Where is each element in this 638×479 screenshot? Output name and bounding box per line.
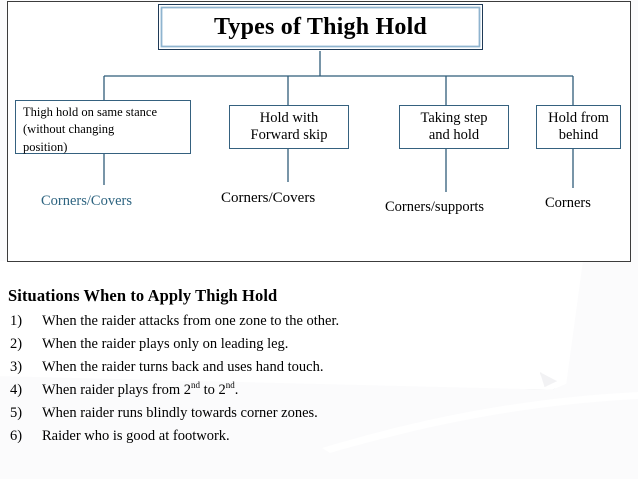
situations-heading: Situations When to Apply Thigh Hold <box>8 286 278 305</box>
leaf-label-corners-supports: Corners/supports <box>385 199 485 215</box>
node-1-line-3: position) <box>23 139 68 154</box>
list-item-text-post: . <box>234 382 239 399</box>
node-3-label: Taking step and hold <box>420 110 487 144</box>
node-hold-with-forward-skip[interactable]: Hold with Forward skip <box>229 105 349 149</box>
situations-list: 1) When the raider attacks from one zone… <box>8 311 568 447</box>
leaf-label-corners: Corners <box>545 195 591 211</box>
node-1-line-2: (without changing <box>23 122 115 137</box>
list-item: 4) When raider plays from 2nd to 2nd. <box>8 380 568 401</box>
list-item: 6) Raider who is good at footwork. <box>8 426 568 447</box>
node-3-line-2: and hold <box>428 127 480 143</box>
list-item-text: When raider runs blindly towards corner … <box>42 405 318 422</box>
list-item-text: When the raider plays only on leading le… <box>42 336 289 353</box>
list-item-number: 4) <box>10 382 23 399</box>
list-item-text-mid: to 2 <box>199 382 226 399</box>
list-item: 2) When the raider plays only on leading… <box>8 334 568 355</box>
node-taking-step-and-hold[interactable]: Taking step and hold <box>399 105 509 149</box>
node-1-line-1: Thigh hold on same stance <box>23 105 157 119</box>
list-item-text: When the raider attacks from one zone to… <box>42 313 340 329</box>
node-3-line-1: Taking step <box>420 109 488 126</box>
node-4-line-2: behind <box>558 127 599 143</box>
list-item-text: When the raider turns back and uses hand… <box>42 359 324 376</box>
leaf-label-corners-covers-2: Corners/Covers <box>221 190 316 206</box>
node-hold-from-behind[interactable]: Hold from behind <box>536 105 621 149</box>
node-thigh-hold-same-stance[interactable]: Thigh hold on same stance (without chang… <box>15 100 191 154</box>
node-2-line-1: Hold with <box>259 109 319 126</box>
list-item-text: Raider who is good at footwork. <box>42 428 230 445</box>
list-item-text-pre: When raider plays from 2 <box>42 382 191 399</box>
list-item-number: 1) <box>10 313 23 329</box>
chart-title-text: Types of Thigh Hold <box>214 13 427 40</box>
list-item-number: 5) <box>10 405 23 422</box>
ordinal-suffix: nd <box>225 380 235 391</box>
node-2-line-2: Forward skip <box>250 127 328 143</box>
node-1-label: Thigh hold on same stance (without chang… <box>23 104 157 156</box>
node-4-label: Hold from behind <box>548 110 609 144</box>
list-item: 5) When raider runs blindly towards corn… <box>8 403 568 424</box>
list-item: 1) When the raider attacks from one zone… <box>8 311 568 332</box>
list-item: 3) When the raider turns back and uses h… <box>8 357 568 378</box>
situations-block: Situations When to Apply Thigh Hold 1) W… <box>8 286 568 449</box>
chart-title-box: Types of Thigh Hold <box>158 4 483 50</box>
list-item-number: 6) <box>10 428 23 445</box>
leaf-label-corners-covers-1: Corners/Covers <box>41 193 133 209</box>
node-2-label: Hold with Forward skip <box>251 110 328 144</box>
node-4-line-1: Hold from <box>548 109 609 126</box>
ordinal-suffix: nd <box>190 380 200 391</box>
list-item-number: 2) <box>10 336 23 353</box>
list-item-text: When raider plays from 2nd to 2nd. <box>42 380 238 401</box>
list-item-number: 3) <box>10 359 23 376</box>
